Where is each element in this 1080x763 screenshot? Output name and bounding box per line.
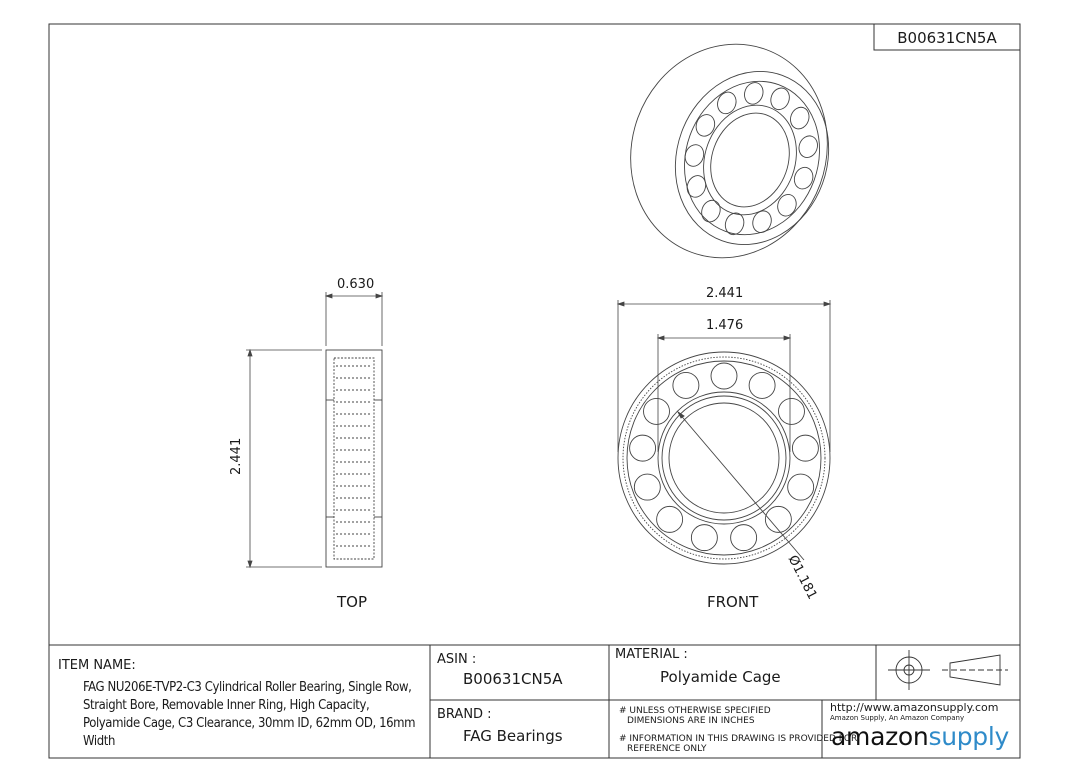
- roller: [764, 505, 792, 533]
- front-view: [617, 351, 831, 565]
- part-number-box: [873, 23, 1021, 51]
- company-name: Amazon Supply, An Amazon Company: [830, 714, 965, 722]
- projection-symbol-icon: [888, 650, 1008, 690]
- note-reference-line1: # INFORMATION IN THIS DRAWING IS PROVIDE…: [619, 734, 858, 744]
- roller: [791, 434, 819, 462]
- amazonsupply-logo: amazonsupply: [831, 722, 1010, 751]
- company-url[interactable]: http://www.amazonsupply.com: [830, 701, 999, 714]
- asin-value: B00631CN5A: [463, 670, 563, 688]
- roller: [770, 87, 790, 111]
- view-label-front: FRONT: [707, 593, 759, 611]
- roller: [717, 91, 737, 115]
- drawing-frame: [48, 23, 1021, 759]
- roller: [629, 434, 657, 462]
- dim-width: 0.630: [337, 277, 375, 292]
- roller: [790, 106, 810, 130]
- dim-side-height: 2.441: [229, 437, 244, 475]
- material-label: MATERIAL :: [615, 647, 688, 662]
- brand-label: BRAND :: [437, 707, 492, 722]
- part-number: B00631CN5A: [897, 29, 997, 47]
- roller: [730, 524, 758, 552]
- brand-value: FAG Bearings: [463, 727, 563, 745]
- roller: [701, 199, 721, 223]
- roller: [748, 371, 776, 399]
- roller: [724, 212, 745, 236]
- roller: [744, 82, 764, 105]
- view-label-top: TOP: [337, 593, 368, 611]
- front-view-dimensions: [616, 300, 832, 452]
- material-value: Polyamide Cage: [660, 668, 781, 686]
- asin-label: ASIN :: [437, 652, 477, 667]
- isometric-view: [630, 43, 830, 259]
- roller: [793, 166, 814, 190]
- top-view: [325, 349, 383, 568]
- roller: [777, 193, 797, 217]
- note-units-line1: # UNLESS OTHERWISE SPECIFIED: [619, 706, 771, 716]
- roller: [752, 210, 772, 233]
- item-name-label: ITEM NAME:: [58, 658, 136, 673]
- roller: [643, 397, 670, 425]
- roller: [778, 397, 805, 425]
- roller: [695, 114, 716, 137]
- note-units-line2: DIMENSIONS ARE IN INCHES: [627, 716, 755, 726]
- roller: [633, 473, 661, 501]
- roller: [684, 144, 705, 167]
- note-reference-line2: REFERENCE ONLY: [627, 744, 707, 754]
- item-name: FAG NU206E-TVP2-C3 Cylindrical Roller Be…: [83, 680, 416, 749]
- dim-outer-diameter: 2.441: [706, 286, 744, 301]
- roller: [686, 175, 707, 198]
- roller: [690, 524, 718, 552]
- roller: [656, 505, 684, 533]
- roller: [672, 371, 700, 399]
- roller: [798, 135, 818, 158]
- top-view-dimensions: [246, 292, 384, 569]
- roller: [710, 362, 738, 390]
- title-block-grid: [49, 644, 1020, 758]
- dim-inner-ring: 1.476: [706, 318, 744, 333]
- roller: [787, 473, 815, 501]
